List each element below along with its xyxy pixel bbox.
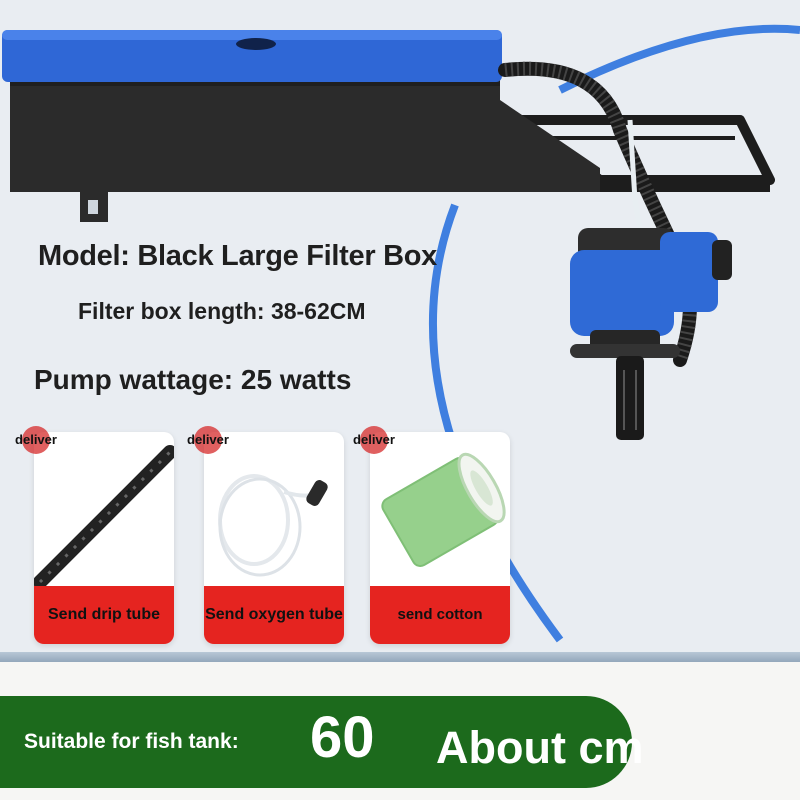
card-label-oxygen: Send oxygen tube bbox=[204, 586, 344, 644]
card-label-cotton: send cotton bbox=[370, 586, 510, 644]
oxygen-tube-image bbox=[218, 474, 328, 577]
tank-size-banner bbox=[0, 696, 632, 788]
deliver-badge: deliver bbox=[348, 418, 400, 458]
filter-length-text: Filter box length: 38-62CM bbox=[78, 298, 366, 324]
deliver-badge: deliver bbox=[10, 418, 62, 458]
pump-wattage-text: Pump wattage: 25 watts bbox=[34, 364, 352, 395]
accessory-card-cotton: send cotton bbox=[370, 432, 510, 644]
filter-lid bbox=[2, 30, 502, 82]
water-pump bbox=[570, 228, 732, 440]
accessory-card-drip-tube: Send drip tube bbox=[34, 432, 174, 644]
tank-suitable-label: Suitable for fish tank: bbox=[24, 730, 239, 753]
deliver-badge-text: deliver bbox=[15, 432, 57, 447]
deliver-badge: deliver bbox=[182, 418, 234, 458]
badge-burst-icon bbox=[22, 426, 50, 454]
filter-cotton-image bbox=[381, 452, 506, 567]
badge-burst-icon bbox=[194, 426, 222, 454]
deliver-badge-text: deliver bbox=[187, 432, 229, 447]
band-divider bbox=[0, 652, 800, 662]
accessory-card-oxygen-tube: Send oxygen tube bbox=[204, 432, 344, 644]
filter-box-body bbox=[10, 70, 600, 222]
card-label-drip: Send drip tube bbox=[34, 586, 174, 644]
tank-size-unit: About cm bbox=[436, 722, 644, 773]
model-text: Model: Black Large Filter Box bbox=[38, 240, 437, 272]
deliver-badge-text: deliver bbox=[353, 432, 395, 447]
drip-tube-image bbox=[34, 445, 174, 589]
tank-size-value: 60 bbox=[310, 705, 375, 770]
badge-burst-icon bbox=[360, 426, 388, 454]
